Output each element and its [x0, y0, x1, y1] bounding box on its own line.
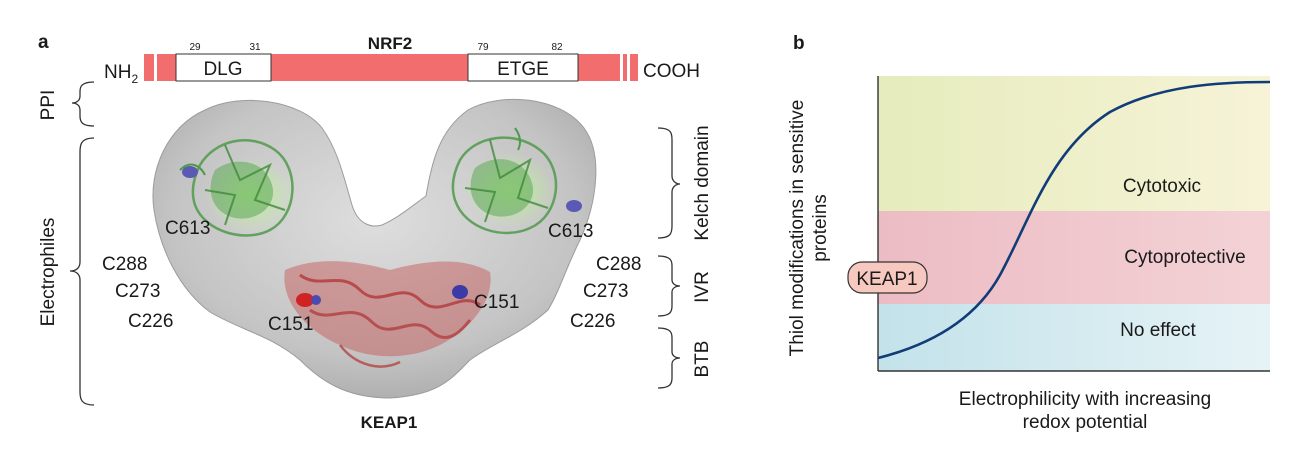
- zone-label-no-effect: No effect: [1120, 320, 1196, 341]
- kelch-bracket: [657, 127, 681, 239]
- etge-end-residue: 82: [551, 42, 563, 53]
- ivr-bracket: [657, 255, 681, 317]
- c151-left-residue: [296, 293, 314, 307]
- cooh-label: COOH: [643, 61, 700, 82]
- ivr-label: IVR: [692, 271, 713, 303]
- y-axis-title-line2: proteins: [810, 194, 831, 262]
- c288-left-label: C288: [102, 254, 147, 275]
- ppi-bracket: [71, 81, 95, 127]
- panel-a-letter: a: [38, 32, 49, 53]
- kelch-domain-left: [179, 139, 295, 237]
- dlg-motif-box: [175, 53, 272, 82]
- nrf2-bar-gap: [620, 54, 623, 81]
- c151-right-label: C151: [474, 292, 519, 313]
- c288-right-label: C288: [596, 254, 641, 275]
- keap1-badge: [847, 261, 928, 294]
- x-axis-title-line2: redox potential: [1023, 412, 1148, 433]
- c273-right-label: C273: [583, 281, 628, 302]
- etge-label: ETGE: [497, 59, 549, 80]
- keap1-title: KEAP1: [361, 413, 418, 432]
- btb-ivr-domain: [284, 261, 491, 368]
- redox-zones: [878, 76, 1270, 371]
- c151-left-residue-blue: [311, 295, 321, 305]
- zone-label-cytotoxic: Cytotoxic: [1123, 176, 1201, 197]
- x-axis-title-line1: Electrophilicity with increasing: [959, 389, 1211, 410]
- c613-left-label: C613: [165, 218, 210, 239]
- y-axis-title-line1: Thiol modifications in sensitive: [787, 100, 808, 357]
- c273-left-label: C273: [115, 281, 160, 302]
- nrf2-bar: NRF2 NH2 DLG 29 31 ETGE 79 82 COOH: [104, 34, 700, 86]
- dlg-end-residue: 31: [249, 42, 261, 53]
- redox-curve: [877, 80, 1271, 360]
- dlg-label: DLG: [203, 59, 242, 80]
- ppi-label: PPI: [38, 90, 59, 121]
- kelch-domain-right: [451, 127, 558, 235]
- c613-left-residue: [182, 166, 198, 178]
- c613-right-label: C613: [548, 221, 593, 242]
- nrf2-bar-gap: [627, 54, 630, 81]
- zone-no-effect: [878, 304, 1270, 371]
- etge-start-residue: 79: [477, 42, 489, 53]
- keap1-badge-label: KEAP1: [856, 269, 917, 290]
- kelch-domain-label: Kelch domain: [692, 125, 713, 240]
- zone-label-cytoprotective: Cytoprotective: [1124, 247, 1245, 268]
- nrf2-title: NRF2: [368, 34, 412, 53]
- c226-left-label: C226: [128, 311, 173, 332]
- btb-bracket: [657, 327, 681, 389]
- c613-right-residue: [566, 200, 582, 212]
- panel-b-letter: b: [793, 33, 805, 54]
- nh2-label: NH2: [104, 62, 138, 86]
- c151-right-residue: [452, 285, 468, 299]
- c226-right-label: C226: [570, 311, 615, 332]
- etge-motif-box: [467, 53, 579, 82]
- c151-left-label: C151: [268, 314, 313, 335]
- nrf2-bar-gap: [154, 54, 157, 81]
- electrophiles-bracket: [69, 137, 95, 406]
- zone-cytoprotective: [878, 211, 1270, 304]
- electrophiles-label: Electrophiles: [38, 218, 59, 327]
- dlg-start-residue: 29: [189, 42, 201, 53]
- btb-label: BTB: [692, 341, 713, 378]
